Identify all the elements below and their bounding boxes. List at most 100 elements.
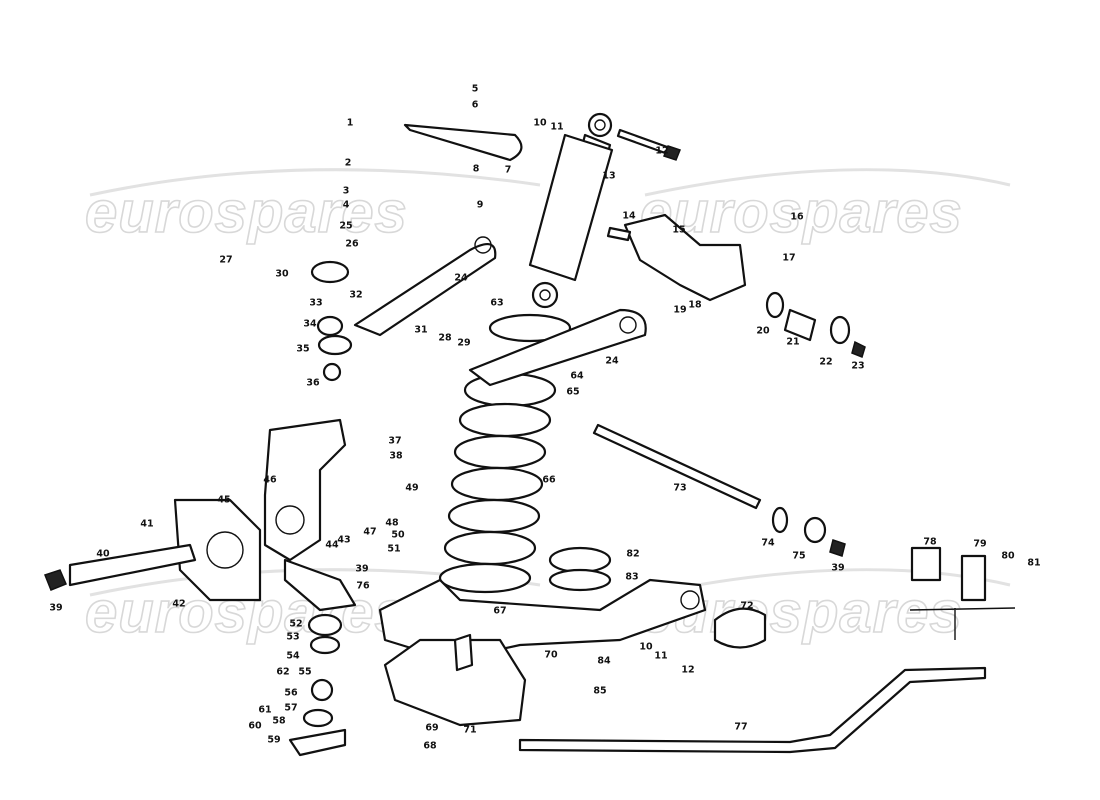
part-label-30: 30 — [275, 268, 289, 280]
part-label-22: 22 — [819, 356, 833, 368]
part-label-56: 56 — [284, 687, 298, 699]
part-label-1: 1 — [346, 117, 354, 129]
part-label-4: 4 — [342, 199, 350, 211]
part-label-64: 64 — [570, 370, 584, 382]
part-label-70: 70 — [544, 649, 558, 661]
part-label-26: 26 — [345, 238, 359, 250]
watermark: eurospares eurospares eurospares eurospa… — [84, 168, 1011, 646]
part-label-8: 8 — [472, 163, 480, 175]
part-label-27: 27 — [219, 254, 233, 266]
part-label-17: 17 — [782, 252, 796, 264]
part-label-61: 61 — [258, 704, 272, 716]
ball-joints — [288, 260, 353, 757]
part-label-11: 11 — [654, 650, 668, 662]
part-label-53: 53 — [286, 631, 300, 643]
part-label-19: 19 — [673, 304, 687, 316]
part-label-68: 68 — [423, 740, 437, 752]
part-label-5: 5 — [471, 83, 479, 95]
part-label-63: 63 — [490, 297, 504, 309]
part-label-32: 32 — [349, 289, 363, 301]
part-label-74: 74 — [761, 537, 775, 549]
part-label-44: 44 — [325, 539, 339, 551]
part-label-41: 41 — [140, 518, 154, 530]
part-label-16: 16 — [790, 211, 804, 223]
part-label-20: 20 — [756, 325, 770, 337]
upper-wishbone — [353, 123, 647, 387]
part-label-31: 31 — [414, 324, 428, 336]
part-label-18: 18 — [688, 299, 702, 311]
part-label-67: 67 — [493, 605, 507, 617]
part-label-81: 81 — [1027, 557, 1041, 569]
part-label-80: 80 — [1001, 550, 1015, 562]
tie-rod — [592, 423, 846, 557]
part-label-51: 51 — [387, 543, 401, 555]
part-label-62: 62 — [276, 666, 290, 678]
part-label-69: 69 — [425, 722, 439, 734]
part-label-84: 84 — [597, 655, 611, 667]
part-label-39: 39 — [831, 562, 845, 574]
part-label-59: 59 — [267, 734, 281, 746]
part-label-12: 12 — [681, 664, 695, 676]
part-label-34: 34 — [303, 318, 317, 330]
part-label-72: 72 — [740, 600, 754, 612]
part-label-25: 25 — [339, 220, 353, 232]
shock-absorber — [528, 112, 614, 309]
part-label-23: 23 — [851, 360, 865, 372]
part-label-24: 24 — [454, 272, 468, 284]
part-label-50: 50 — [391, 529, 405, 541]
part-label-60: 60 — [248, 720, 262, 732]
part-label-28: 28 — [438, 332, 452, 344]
coil-spring — [438, 313, 572, 594]
part-label-37: 37 — [388, 435, 402, 447]
part-label-52: 52 — [289, 618, 303, 630]
part-label-11: 11 — [550, 121, 564, 133]
part-label-9: 9 — [476, 199, 484, 211]
part-label-24: 24 — [605, 355, 619, 367]
part-label-83: 83 — [625, 571, 639, 583]
part-label-85: 85 — [593, 685, 607, 697]
part-label-3: 3 — [342, 185, 350, 197]
anti-roll-bar — [518, 546, 1016, 754]
part-label-13: 13 — [602, 170, 616, 182]
part-label-39: 39 — [355, 563, 369, 575]
part-label-58: 58 — [272, 715, 286, 727]
part-label-12: 12 — [655, 145, 669, 157]
part-label-38: 38 — [389, 450, 403, 462]
upper-bracket — [606, 213, 866, 359]
part-label-76: 76 — [356, 580, 370, 592]
part-label-33: 33 — [309, 297, 323, 309]
part-label-46: 46 — [263, 474, 277, 486]
part-label-47: 47 — [363, 526, 377, 538]
part-label-48: 48 — [385, 517, 399, 529]
part-label-66: 66 — [542, 474, 556, 486]
part-label-78: 78 — [923, 536, 937, 548]
part-label-65: 65 — [566, 386, 580, 398]
part-label-82: 82 — [626, 548, 640, 560]
part-label-71: 71 — [463, 724, 477, 736]
svg-text:eurospares: eurospares — [640, 180, 963, 245]
part-label-7: 7 — [504, 164, 512, 176]
part-label-79: 79 — [973, 538, 987, 550]
part-label-10: 10 — [639, 641, 653, 653]
part-label-49: 49 — [405, 482, 419, 494]
part-label-54: 54 — [286, 650, 300, 662]
part-label-10: 10 — [533, 117, 547, 129]
part-label-29: 29 — [457, 337, 471, 349]
part-label-77: 77 — [734, 721, 748, 733]
part-label-40: 40 — [96, 548, 110, 560]
part-label-14: 14 — [622, 210, 636, 222]
part-label-43: 43 — [337, 534, 351, 546]
part-label-42: 42 — [172, 598, 186, 610]
part-label-55: 55 — [298, 666, 312, 678]
part-label-35: 35 — [296, 343, 310, 355]
part-label-39: 39 — [49, 602, 63, 614]
part-label-6: 6 — [471, 99, 479, 111]
stub-axle-and-hub — [44, 418, 357, 612]
upper-bolt — [616, 128, 681, 161]
part-label-73: 73 — [673, 482, 687, 494]
part-label-75: 75 — [792, 550, 806, 562]
part-label-45: 45 — [217, 494, 231, 506]
part-label-15: 15 — [672, 224, 686, 236]
